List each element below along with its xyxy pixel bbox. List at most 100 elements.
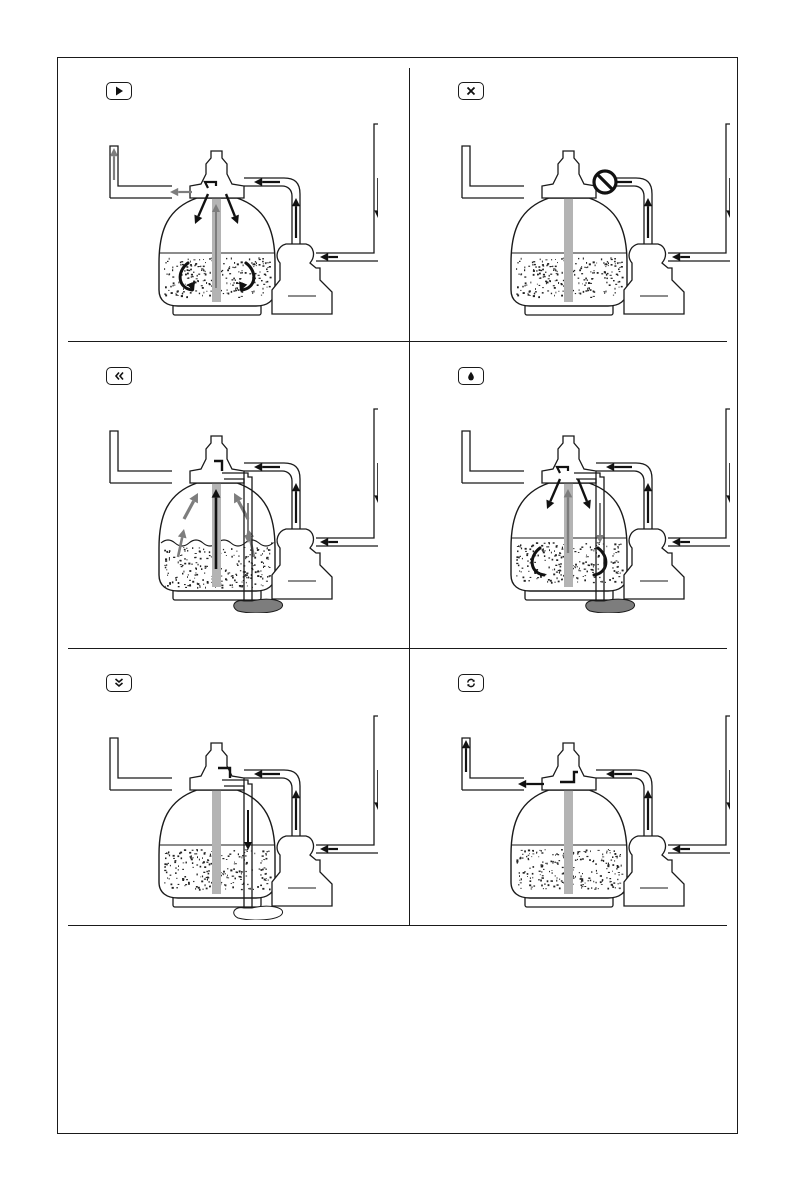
sand-grain: [231, 291, 233, 293]
sand-grain: [536, 852, 537, 854]
sand-grain: [621, 266, 623, 268]
sand-grain: [197, 275, 198, 277]
sand-grain: [519, 261, 521, 262]
sand-grain: [185, 849, 187, 851]
sand-grain: [545, 863, 546, 864]
sand-grain: [614, 860, 615, 861]
sand-grain: [236, 551, 237, 552]
sand-grain: [542, 865, 543, 867]
sand-grain: [573, 548, 575, 549]
waste-puddle: [586, 599, 635, 613]
sand-grain: [237, 287, 238, 289]
sand-grain: [601, 859, 602, 860]
sand-grain: [588, 880, 589, 881]
sand-grain: [526, 856, 527, 857]
sand-grain: [555, 862, 556, 863]
sand-grain: [525, 551, 527, 552]
sand-grain: [618, 571, 619, 572]
sand-grain: [579, 282, 580, 284]
sand-grain: [204, 292, 205, 294]
sand-grain: [169, 273, 170, 274]
sand-grain: [247, 884, 248, 885]
sand-grain: [614, 570, 616, 572]
sand-grain: [524, 269, 525, 271]
sand-grain: [245, 272, 247, 274]
sand-grain: [607, 888, 609, 890]
multiport-valve: [190, 151, 244, 198]
sand-grain: [518, 884, 519, 885]
sand-grain: [547, 581, 548, 583]
sand-grain: [591, 564, 592, 565]
sand-grain: [542, 287, 544, 288]
sand-grain: [614, 553, 615, 554]
sand-grain: [581, 547, 583, 548]
sand-grain: [562, 272, 563, 274]
sand-grain: [256, 265, 257, 266]
sand-grain: [188, 259, 189, 261]
pump: [624, 836, 684, 906]
sand-grain: [231, 548, 233, 550]
sand-grain: [169, 258, 170, 260]
sand-grain: [612, 864, 614, 866]
sand-grain: [530, 282, 531, 284]
sand-grain: [195, 574, 197, 575]
sand-grain: [559, 888, 561, 890]
sand-grain: [270, 277, 272, 279]
sand-grain: [261, 280, 263, 281]
sand-grain: [187, 278, 189, 279]
pool-return-pipe: [110, 738, 172, 790]
sand-grain: [200, 565, 201, 567]
sand-grain: [618, 872, 620, 873]
sand-grain: [204, 852, 206, 853]
sand-grain: [545, 550, 546, 551]
sand-grain: [168, 853, 169, 854]
sand-grain: [173, 855, 175, 857]
panel-waste: [58, 650, 378, 920]
sand-grain: [269, 262, 271, 263]
sand-grain: [530, 577, 532, 578]
suction-flow-arrow: [672, 845, 690, 853]
sand-grain: [190, 264, 192, 266]
sand-grain: [525, 282, 527, 284]
standpipe: [564, 790, 573, 894]
sand-grain: [263, 567, 264, 568]
sand-grain: [193, 259, 195, 260]
sand-grain: [552, 861, 554, 862]
sand-grain: [223, 293, 224, 294]
sand-grain: [177, 855, 179, 857]
sand-grain: [256, 262, 257, 264]
sand-grain: [240, 879, 242, 880]
sand-grain: [613, 562, 615, 564]
sand-grain: [520, 882, 522, 883]
sand-grain: [619, 287, 620, 288]
valve-inlet-arrow: [254, 178, 280, 186]
sand-grain: [199, 548, 200, 549]
sand-grain: [168, 863, 169, 864]
sand-grain: [526, 285, 528, 286]
sand-grain: [169, 550, 171, 552]
sand-grain: [522, 854, 524, 855]
sand-grain: [561, 849, 563, 850]
sand-grain: [554, 582, 555, 583]
sand-grain: [550, 274, 552, 275]
sand-grain: [606, 863, 607, 864]
sand-grain: [166, 852, 167, 854]
sand-grain: [520, 556, 521, 557]
sand-grain: [199, 266, 201, 267]
sand-grain: [621, 262, 623, 263]
sand-grain: [531, 889, 533, 890]
sand-grain: [593, 270, 595, 271]
sand-grain: [187, 273, 189, 275]
sand-grain: [230, 869, 232, 871]
sand-grain: [517, 286, 519, 288]
sand-grain: [545, 849, 546, 850]
sand-grain: [591, 278, 593, 279]
sand-grain: [577, 577, 578, 579]
sand-grain: [169, 559, 170, 561]
sand-grain: [228, 268, 230, 270]
sand-grain: [611, 562, 613, 563]
sand-grain: [178, 582, 180, 584]
sand-grain: [166, 872, 168, 874]
sand-grain: [528, 571, 529, 572]
sand-grain: [580, 548, 582, 550]
